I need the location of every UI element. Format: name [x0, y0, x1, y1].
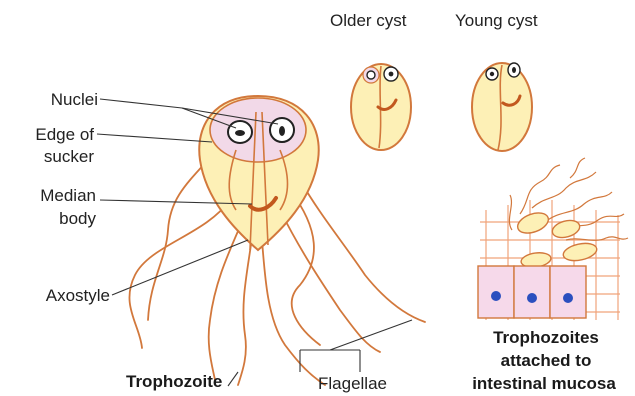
- label-attached-line1: Trophozoites: [465, 328, 627, 348]
- pointer-trophozoite: [228, 372, 238, 386]
- label-trophozoite: Trophozoite: [126, 372, 222, 392]
- epithelial-cell-3: [550, 266, 586, 318]
- young-cyst-nucleus-1-core: [490, 72, 494, 76]
- nucleus-left-core: [235, 130, 245, 136]
- older-cyst-nucleus-2-core: [389, 72, 394, 77]
- flagellum-center-left: [238, 230, 253, 385]
- cell-nucleus-1: [491, 291, 501, 301]
- epithelial-cell-2: [514, 266, 550, 318]
- cell-nucleus-3: [563, 293, 573, 303]
- label-attached-line2: attached to: [465, 351, 627, 371]
- label-young-cyst: Young cyst: [455, 11, 538, 31]
- pointer-nuclei-a: [100, 99, 182, 108]
- flagellum-left-long: [129, 200, 230, 348]
- label-attached-line3: intestinal mucosa: [454, 374, 634, 394]
- label-edge-of-sucker-line2: sucker: [8, 147, 94, 167]
- attached-trophozoite-3: [562, 241, 599, 264]
- label-flagellae: Flagellae: [318, 374, 387, 394]
- nucleus-right-core: [279, 126, 285, 136]
- label-older-cyst: Older cyst: [330, 11, 407, 31]
- mucosa-figure: [478, 158, 628, 320]
- young-cyst-nucleus-2-core: [512, 67, 516, 73]
- label-edge-of-sucker-line1: Edge of: [8, 125, 94, 145]
- older-cyst-nucleus-1: [367, 71, 375, 79]
- pointer-edge: [97, 134, 212, 142]
- attached-trophozoite-2: [550, 218, 581, 241]
- flagellum-left-inner: [209, 215, 245, 380]
- pointer-axostyle: [112, 240, 248, 295]
- cell-nucleus-2: [527, 293, 537, 303]
- young-cyst-figure: [472, 63, 532, 151]
- label-median-body-line1: Median: [8, 186, 96, 206]
- label-axostyle: Axostyle: [8, 286, 110, 306]
- label-nuclei: Nuclei: [20, 90, 98, 110]
- flagellum-right-inner: [280, 210, 380, 352]
- young-cyst-wall: [472, 63, 532, 151]
- older-cyst-figure: [351, 64, 411, 150]
- label-median-body-line2: body: [8, 209, 96, 229]
- flagellum-right-outer: [300, 180, 425, 322]
